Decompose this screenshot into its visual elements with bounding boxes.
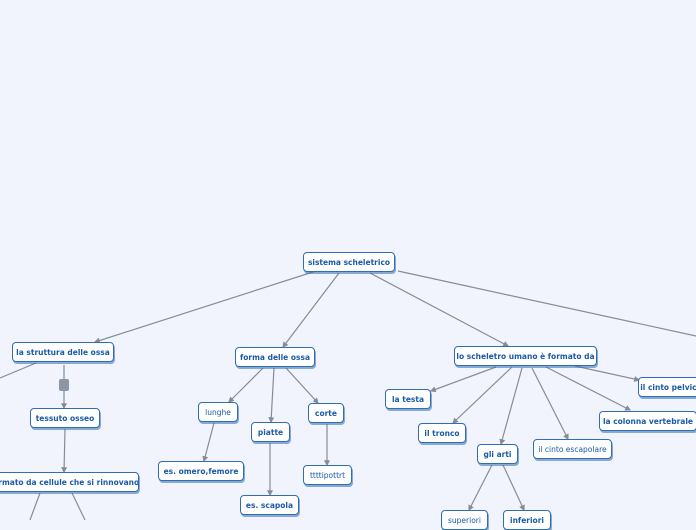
node-limbs[interactable]: gli arti: [477, 444, 518, 464]
connector-line-0: [93, 270, 317, 344]
node-shape[interactable]: forma delle ossa: [235, 347, 315, 367]
connector-line-15: [429, 366, 497, 393]
node-flat-example[interactable]: es. scapola: [240, 495, 299, 515]
node-upper[interactable]: superiori: [441, 510, 488, 530]
node-root[interactable]: sistema scheletrico: [303, 252, 395, 272]
node-flat[interactable]: piatte: [251, 422, 290, 442]
connector-line-3: [397, 270, 696, 337]
connector-line-12: [202, 422, 215, 463]
connector-line-16: [452, 366, 513, 424]
connector-line-21: [468, 464, 493, 512]
node-shoulder-girdle[interactable]: il cinto escapolare: [533, 439, 612, 459]
connector-line-20: [574, 365, 641, 382]
node-structure[interactable]: la struttura delle ossa: [12, 342, 114, 362]
connector-line-2: [369, 272, 510, 347]
connector-line-4: [0, 362, 37, 379]
node-short[interactable]: corte: [308, 403, 344, 423]
connector-line-6: [61, 428, 68, 474]
node-long[interactable]: lunghe: [198, 402, 238, 422]
connector-line-17: [499, 367, 523, 446]
node-lower[interactable]: inferiori: [503, 510, 551, 530]
node-cells[interactable]: formato da cellule che si rinnovano: [0, 472, 139, 492]
node-head[interactable]: la testa: [385, 389, 431, 409]
node-tissue[interactable]: tessuto osseo: [30, 408, 100, 428]
node-short-example[interactable]: ttttipottrt: [303, 465, 352, 485]
connector-line-7: [29, 492, 41, 520]
connector-line-19: [545, 366, 632, 411]
node-skeleton[interactable]: lo scheletro umano è formato da: [454, 346, 597, 366]
connector-line-22: [502, 464, 525, 512]
node-long-example[interactable]: es. omero,femore: [158, 461, 244, 481]
connector-line-1: [282, 272, 340, 348]
connector-line-18: [531, 367, 569, 441]
collapse-handle-icon[interactable]: [59, 379, 69, 391]
connector-lines: [0, 270, 696, 520]
node-pelvic-girdle[interactable]: il cinto pelvico: [638, 377, 696, 397]
connector-line-11: [285, 367, 319, 404]
connector-line-8: [71, 492, 86, 520]
node-spine[interactable]: la colonna vertebrale: [599, 411, 696, 431]
connector-line-9: [228, 367, 264, 403]
node-trunk[interactable]: il tronco: [418, 423, 466, 443]
connector-line-10: [268, 367, 275, 424]
